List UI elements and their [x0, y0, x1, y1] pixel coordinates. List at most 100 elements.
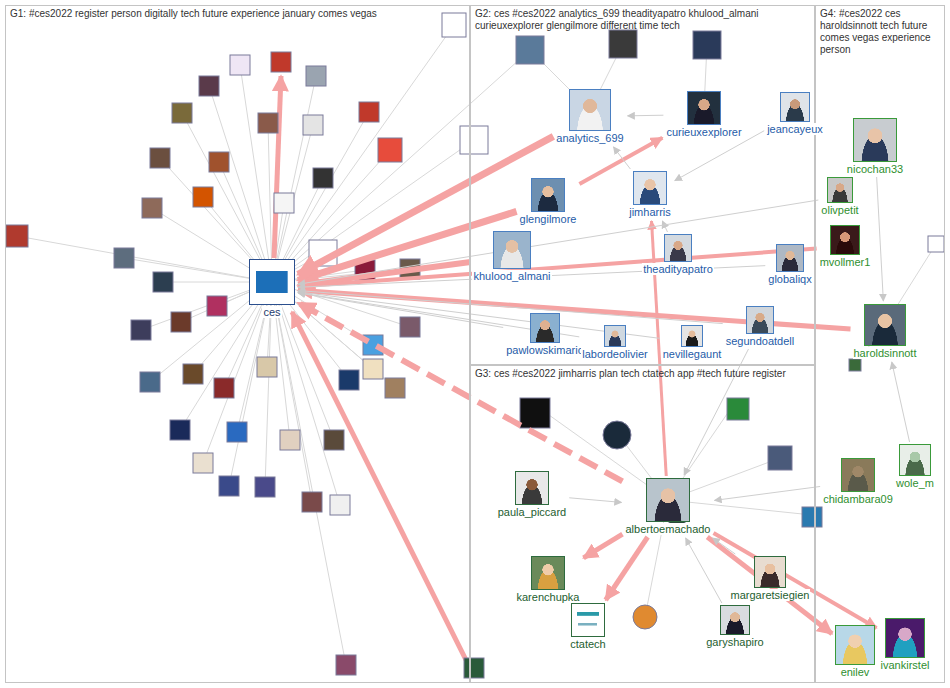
node-label: theadityapatro	[642, 263, 714, 275]
avatar-icon	[385, 378, 405, 398]
user-node: garyshapiro	[705, 605, 764, 648]
node-label: curieuxexplorer	[665, 126, 742, 138]
user-node: paula_piccard	[497, 471, 568, 518]
group-panel: G1: #ces2022 register person digitally t…	[5, 5, 470, 683]
avatar-image	[681, 325, 703, 347]
node-label: labordeolivier	[581, 348, 648, 360]
avatar-icon	[336, 655, 356, 675]
avatar-icon	[193, 453, 213, 473]
avatar-image	[746, 306, 774, 334]
avatar-icon	[199, 76, 219, 96]
avatar-icon	[313, 168, 333, 188]
avatar-image	[571, 603, 605, 637]
weighted-edge	[298, 303, 622, 482]
node-label: khulood_almani	[472, 270, 551, 282]
edge	[298, 291, 723, 324]
user-node: enilev	[835, 625, 875, 678]
edge	[892, 362, 910, 442]
edge	[613, 147, 630, 169]
avatar-image	[864, 304, 906, 346]
avatar-image	[531, 556, 565, 590]
group-heading: G4: #ces2022 ces haroldsinnott tech futu…	[816, 6, 944, 58]
edge	[675, 131, 764, 181]
user-node: mvollmer1	[819, 225, 872, 268]
avatar-icon	[150, 148, 170, 168]
avatar-image	[493, 231, 531, 269]
avatar-icon	[219, 476, 239, 496]
user-node: margaretsiegien	[730, 556, 811, 601]
node-label: analytics_699	[555, 132, 624, 144]
avatar-icon	[6, 225, 28, 247]
avatar-icon	[230, 55, 250, 75]
group-heading: G2: ces #ces2022 analytics_699 theaditya…	[471, 6, 814, 34]
edge	[628, 115, 664, 117]
node-label: garyshapiro	[705, 636, 764, 648]
avatar-icon	[400, 317, 420, 337]
avatar-icon	[170, 420, 190, 440]
group-heading: G3: ces #ces2022 jimharris plan tech cta…	[471, 366, 814, 382]
group-heading: G1: #ces2022 register person digitally t…	[6, 6, 469, 22]
user-node: glengilmore	[519, 178, 578, 225]
avatar-icon	[302, 492, 322, 512]
user-node: khulood_almani	[472, 231, 551, 282]
avatar-icon	[214, 378, 234, 398]
avatar-icon	[271, 52, 291, 72]
avatar-icon	[609, 30, 637, 58]
avatar-icon	[464, 658, 484, 678]
node-label: paula_piccard	[497, 506, 568, 518]
weighted-edge	[298, 249, 817, 287]
avatar-icon	[142, 198, 162, 218]
avatar-icon	[768, 446, 792, 470]
avatar-icon	[603, 421, 631, 449]
node-label: mvollmer1	[819, 256, 872, 268]
avatar-image	[780, 92, 810, 122]
avatar-image	[754, 556, 786, 588]
node-label: ctatech	[569, 638, 606, 650]
edge	[662, 221, 667, 232]
user-node: theadityapatro	[642, 234, 714, 275]
node-label: olivpetit	[820, 204, 859, 216]
avatar-icon	[378, 138, 402, 162]
edge-bundle	[17, 25, 936, 665]
avatar-icon	[324, 430, 344, 450]
avatar-icon	[193, 187, 213, 207]
avatar-image	[827, 177, 853, 203]
user-node: labordeolivier	[581, 325, 648, 360]
node-label: nevillegaunt	[662, 348, 723, 360]
group-panel: G4: #ces2022 ces haroldsinnott tech futu…	[815, 5, 945, 683]
avatar-icon	[693, 31, 721, 59]
user-node: haroldsinnott	[853, 304, 918, 359]
node-label: wole_m	[895, 477, 935, 489]
node-label: albertoemachado	[624, 523, 711, 535]
node-label: enilev	[840, 666, 871, 678]
avatar-icon	[172, 103, 192, 123]
avatar-icon	[520, 398, 550, 428]
weighted-edge	[584, 534, 623, 558]
node-label: segundoatdell	[725, 335, 796, 347]
avatar-icon	[257, 357, 277, 377]
avatar-icon	[633, 605, 657, 629]
avatar-icon	[114, 248, 134, 268]
avatar-icon	[516, 36, 544, 64]
weighted-edge	[606, 537, 648, 600]
red-arrow	[274, 76, 281, 258]
edge	[686, 538, 722, 603]
avatar-icon	[171, 312, 191, 332]
user-node: pawlowskimario	[505, 313, 585, 356]
node-label: glengilmore	[519, 213, 578, 225]
avatar-image	[885, 618, 925, 658]
node-label: chidambara09	[822, 493, 894, 505]
user-node: analytics_699	[555, 89, 624, 144]
user-node: wole_m	[895, 444, 935, 489]
node-label: jimharris	[628, 206, 672, 218]
user-node: olivpetit	[820, 177, 859, 216]
avatar-icons	[6, 13, 944, 678]
avatar-icon	[280, 430, 300, 450]
avatar-icon	[255, 477, 275, 497]
node-label: nicochan33	[846, 163, 904, 175]
edge	[569, 498, 621, 503]
avatar-image	[531, 178, 565, 212]
node-label: globaliqx	[767, 273, 812, 285]
weighted-edge	[298, 136, 553, 274]
